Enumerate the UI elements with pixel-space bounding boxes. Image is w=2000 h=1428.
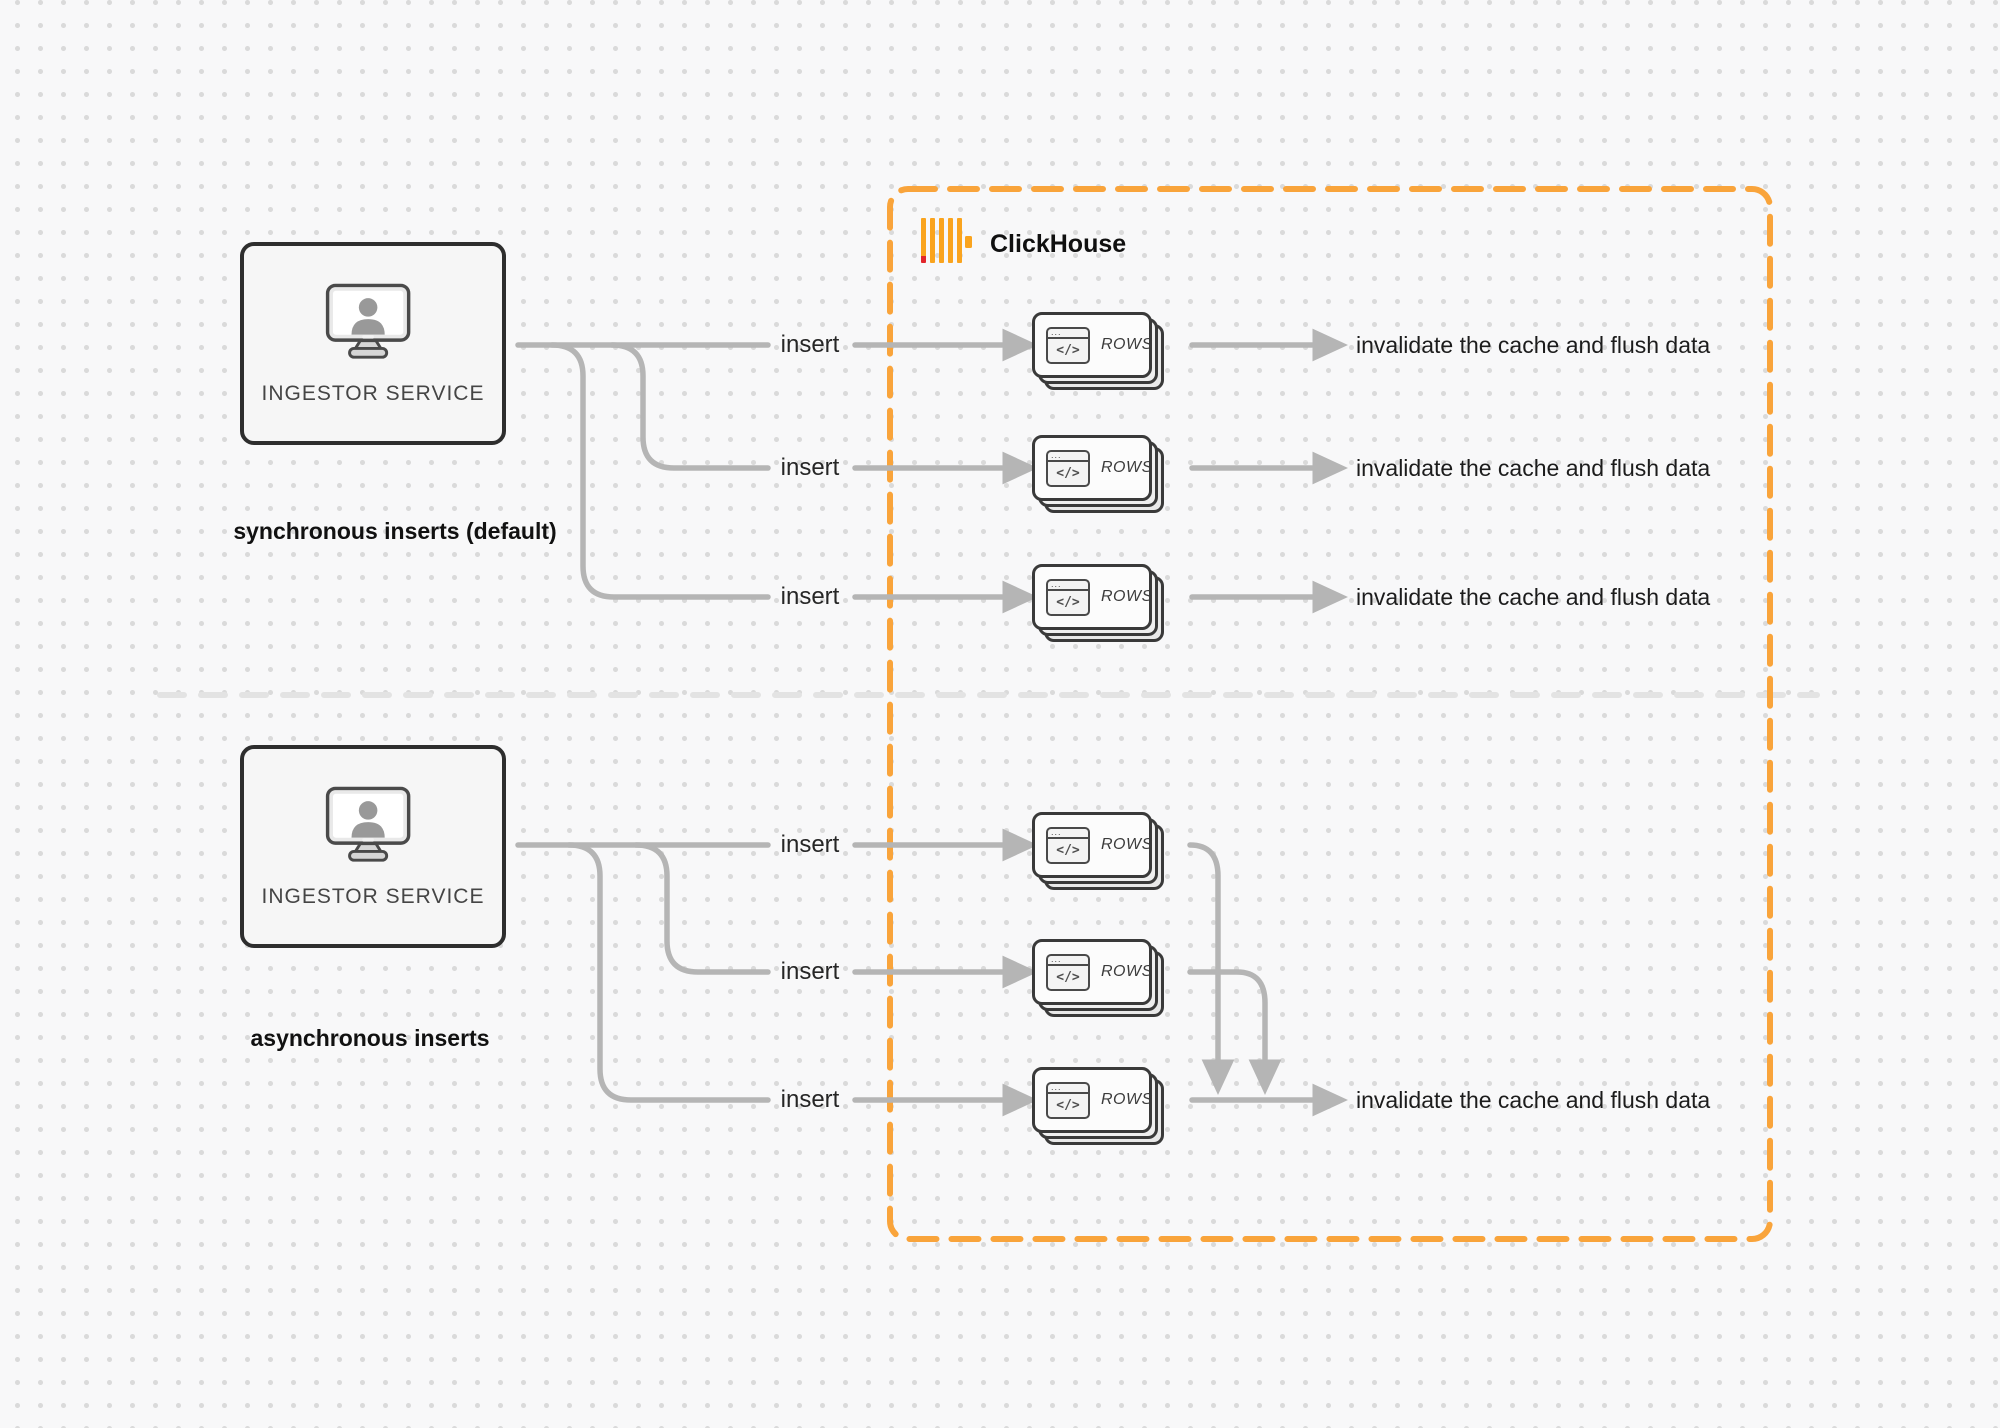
code-icon: </> [1056,343,1080,358]
code-window-icon: ... </> [1046,826,1090,864]
code-window-icon: ... </> [1046,449,1090,487]
rows-table-card: ... </> ROWS [1032,939,1166,1019]
code-window-icon: ... </> [1046,578,1090,616]
insert-label: insert [780,1086,840,1113]
logo-bar [939,218,944,263]
card-face: ... </> ROWS [1032,312,1152,378]
rows-table-card: ... </> ROWS [1032,564,1166,644]
window-dots-icon: ... [1048,329,1088,339]
monitor-user-icon [325,786,411,862]
logo-bar-red [921,218,926,263]
code-icon: </> [1056,970,1080,985]
code-icon: </> [1056,1098,1080,1113]
code-window-icon: ... </> [1046,1081,1090,1119]
clickhouse-label: ClickHouse [990,230,1127,258]
code-icon: </> [1056,843,1080,858]
window-dots-icon: ... [1048,452,1088,462]
card-face: ... </> ROWS [1032,564,1152,630]
ingestor-service-box-async: INGESTOR SERVICE [240,745,506,948]
connector-async-branch-row3 [566,842,771,1103]
window-dots-icon: ... [1048,581,1088,591]
arrow-async-flush-row2 [1187,969,1282,1095]
card-face: ... </> ROWS [1032,812,1152,878]
logo-bar [930,218,935,263]
rows-table-card: ... </> ROWS [1032,1067,1166,1147]
connector-async-branch-row2 [633,842,771,975]
rows-table-card: ... </> ROWS [1032,812,1166,892]
service-label: INGESTOR SERVICE [261,884,485,908]
code-icon: </> [1056,595,1080,610]
insert-label: insert [780,454,840,481]
arrow-async-flush-row1 [1187,842,1235,1095]
caption-asynchronous: asynchronous inserts [250,1025,490,1051]
monitor-user-icon [325,283,411,359]
code-icon: </> [1056,466,1080,481]
logo-bar-side [965,236,972,248]
code-window-icon: ... </> [1046,953,1090,991]
rows-label: ROWS [1101,336,1153,353]
clickhouse-boundary [887,186,1773,1242]
result-label: invalidate the cache and flush data [1356,332,1711,358]
logo-bar [948,218,953,263]
ingestor-service-box-sync: INGESTOR SERVICE [240,242,506,445]
service-label: INGESTOR SERVICE [261,381,485,405]
window-dots-icon: ... [1048,956,1088,966]
rows-label: ROWS [1101,836,1153,853]
connector-sync-branch-row2 [609,342,771,471]
logo-bar [957,218,962,263]
window-dots-icon: ... [1048,829,1088,839]
insert-label: insert [780,583,840,610]
rows-label: ROWS [1101,963,1153,980]
result-label: invalidate the cache and flush data [1356,455,1711,481]
rows-table-card: ... </> ROWS [1032,312,1166,392]
insert-label: insert [780,331,840,358]
card-face: ... </> ROWS [1032,435,1152,501]
rows-label: ROWS [1101,1091,1153,1108]
insert-label: insert [780,958,840,985]
window-dots-icon: ... [1048,1084,1088,1094]
card-face: ... </> ROWS [1032,1067,1152,1133]
clickhouse-logo-icon [921,218,977,263]
connector-sync-branch-row3 [549,342,771,600]
result-label: invalidate the cache and flush data [1356,1087,1711,1113]
rows-label: ROWS [1101,459,1153,476]
insert-label: insert [780,831,840,858]
code-window-icon: ... </> [1046,326,1090,364]
caption-synchronous: synchronous inserts (default) [233,518,557,544]
rows-label: ROWS [1101,588,1153,605]
rows-table-card: ... </> ROWS [1032,435,1166,515]
card-face: ... </> ROWS [1032,939,1152,1005]
result-label: invalidate the cache and flush data [1356,584,1711,610]
